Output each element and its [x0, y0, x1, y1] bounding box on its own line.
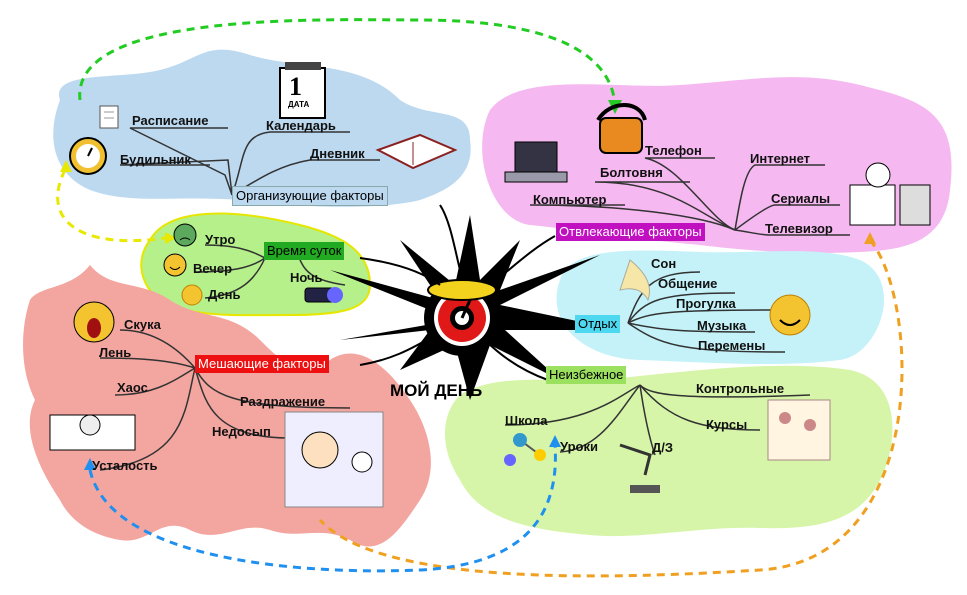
alarm-clock-icon — [69, 137, 107, 175]
blue-arrowhead-right — [549, 435, 561, 447]
messy-desk-icon — [49, 414, 136, 451]
orange-arrowhead — [864, 232, 876, 244]
item-school: Школа — [505, 413, 548, 428]
item-boredom: Скука — [124, 317, 161, 332]
item-evening: Вечер — [193, 261, 233, 276]
item-chaos: Хаос — [117, 380, 148, 395]
calendar-icon — [279, 62, 326, 119]
sleepy-boy-icon — [284, 411, 384, 508]
desk-lamp-icon — [619, 443, 660, 493]
item-diary: Дневник — [310, 146, 365, 161]
time-connectors — [194, 244, 346, 299]
branch-hinder: Мешающие факторы — [195, 355, 329, 373]
book-icon — [375, 133, 458, 170]
blue-dashed-arrow — [88, 444, 557, 573]
distract-bubble — [482, 77, 952, 253]
item-sleep-deprivation: Недосып — [212, 424, 271, 439]
item-breaks: Перемены — [698, 338, 766, 353]
calendar-word: ДАТА — [288, 100, 310, 109]
item-computer: Компьютер — [533, 192, 607, 207]
blue-arrowhead-left — [84, 458, 96, 470]
item-schedule: Расписание — [132, 113, 209, 128]
item-day: День — [208, 287, 241, 302]
item-alarm: Будильник — [120, 152, 191, 167]
organize-bubble — [53, 49, 471, 207]
item-tests: Контрольные — [696, 381, 785, 396]
smile-face-icon — [163, 253, 187, 277]
item-courses: Курсы — [706, 417, 748, 432]
item-morning: Утро — [205, 232, 236, 247]
music-smiley-icon — [769, 294, 811, 336]
branch-distract: Отвлекающие факторы — [556, 223, 705, 241]
branch-organize: Организующие факторы — [232, 186, 388, 206]
yawning-face-icon — [73, 301, 115, 343]
hinder-connectors — [99, 329, 351, 471]
yellow-arrowhead-top — [60, 160, 72, 172]
sun-icon — [181, 284, 203, 306]
item-series: Сериалы — [771, 191, 831, 206]
item-sleep: Сон — [651, 256, 677, 271]
item-night: Ночь — [290, 270, 323, 285]
phone-icon — [596, 103, 647, 154]
branch-rest: Отдых — [575, 315, 621, 333]
item-telephone: Телефон — [645, 143, 702, 158]
item-homework: Д/З — [652, 440, 674, 455]
branch-time: Время суток — [264, 242, 345, 260]
item-fatigue: Усталость — [92, 458, 158, 473]
calendar-day-number: 1 — [289, 72, 302, 101]
item-lessons: Уроки — [560, 439, 598, 454]
inevitable-connectors — [504, 384, 811, 456]
moon-sleeper-icon — [619, 259, 650, 302]
classroom-icon — [767, 399, 831, 461]
center-title: МОЙ ДЕНЬ — [390, 381, 483, 400]
laptop-icon — [504, 141, 568, 183]
rest-connectors — [627, 271, 786, 353]
yellow-dashed-arrow — [56, 169, 166, 243]
branch-inevitable: Неизбежное — [546, 366, 627, 384]
item-chatter: Болтовня — [600, 165, 663, 180]
memo-icon — [99, 105, 119, 129]
center-connectors — [359, 204, 576, 381]
flashlight-icon — [304, 287, 343, 303]
yellow-arrowhead-right — [165, 232, 176, 244]
distract-connectors — [529, 157, 850, 236]
item-music: Музыка — [697, 318, 747, 333]
sad-face-icon — [173, 223, 197, 247]
center-hub — [330, 215, 620, 400]
tv-watcher-icon — [849, 162, 931, 226]
item-internet: Интернет — [750, 151, 811, 166]
molecule-icon — [504, 433, 546, 466]
item-walk: Прогулка — [676, 296, 736, 311]
item-laziness: Лень — [99, 345, 132, 360]
item-calendar: Календарь — [266, 118, 336, 133]
item-communication: Общение — [658, 276, 718, 291]
item-irritation: Раздражение — [240, 394, 326, 409]
orange-dashed-arrow — [318, 239, 904, 578]
item-tv: Телевизор — [765, 221, 833, 236]
